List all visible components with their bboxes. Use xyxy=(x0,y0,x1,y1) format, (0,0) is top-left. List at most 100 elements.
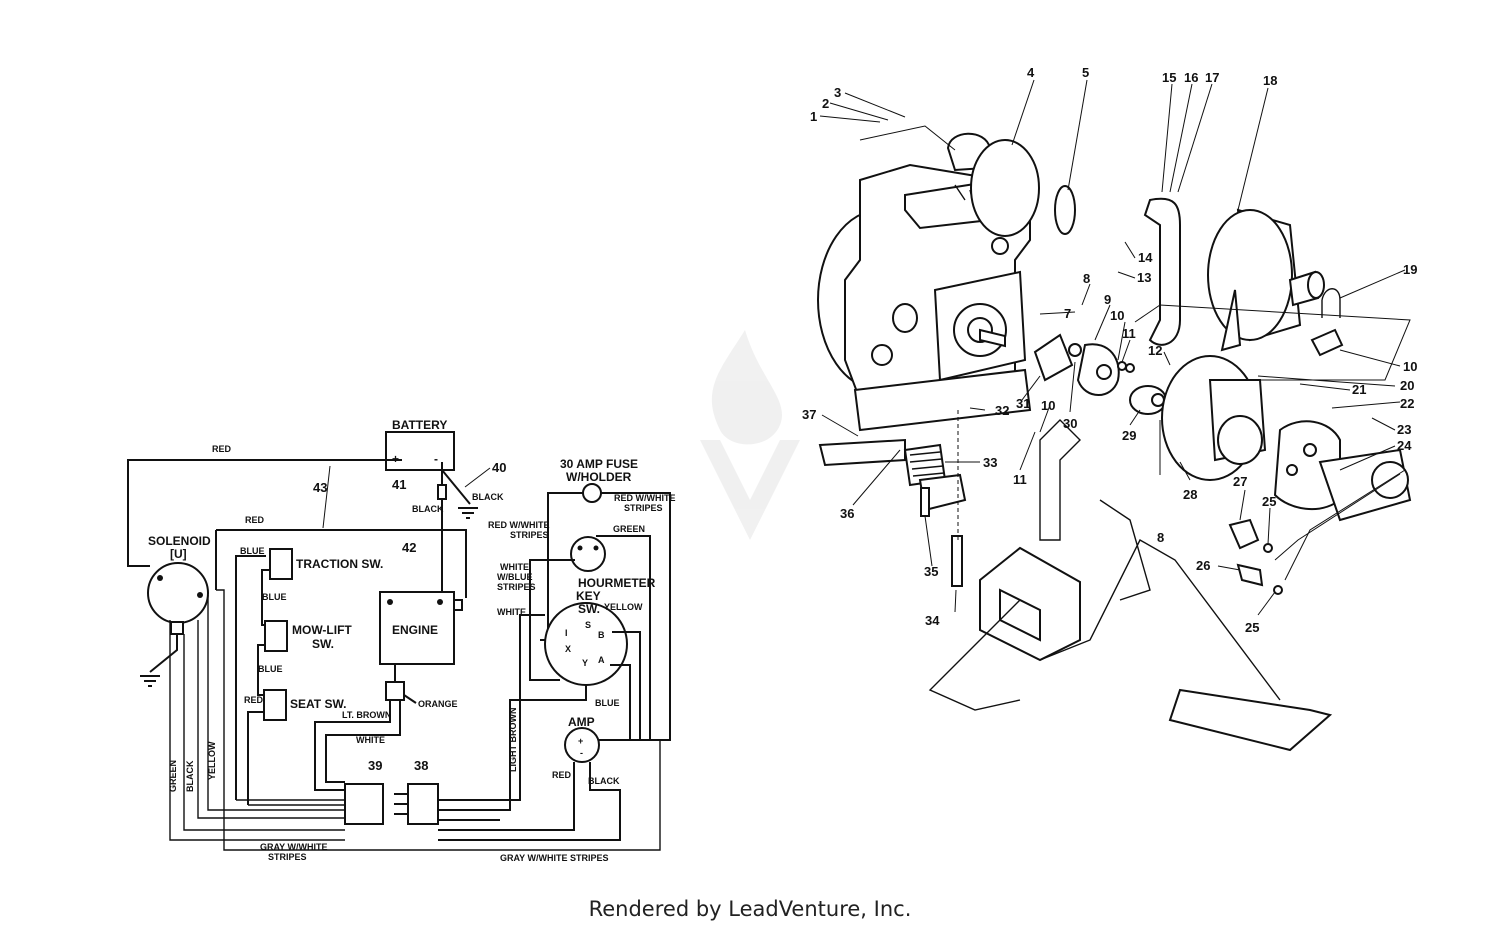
engine-label: ENGINE xyxy=(392,623,438,637)
wire-label-gray-white-2: STRIPES xyxy=(268,852,307,862)
wiring-diagram: BATTERY + - RED 43 BLACK 40 41 BLACK 42 … xyxy=(127,418,676,863)
callout-2: 2 xyxy=(822,96,829,111)
wire-label-red-white-left-1: RED W/WHITE xyxy=(488,520,550,530)
callout-41: 41 xyxy=(392,477,406,492)
wire-label-red-white-top-1: RED W/WHITE xyxy=(614,493,676,503)
amp-label: AMP xyxy=(568,715,595,729)
svg-text:+: + xyxy=(578,736,583,746)
key-term-a: A xyxy=(598,655,605,665)
callout-14: 14 xyxy=(1138,250,1153,265)
callout-15: 15 xyxy=(1162,70,1176,85)
fitting-26 xyxy=(1236,563,1264,587)
wire-label-black-left: BLACK xyxy=(185,760,195,792)
callout-27: 27 xyxy=(1233,474,1247,489)
callout-40: 40 xyxy=(492,460,506,475)
wire-label-lt-brown: LT. BROWN xyxy=(342,710,391,720)
wire-label-red-white-left-2: STRIPES xyxy=(510,530,549,540)
traction-switch: TRACTION SW. xyxy=(269,548,383,580)
wire-label-black-amp: BLACK xyxy=(588,776,620,786)
wire-label-white-blue-2: W/BLUE xyxy=(497,572,533,582)
solenoid: SOLENOID [U] xyxy=(147,534,211,635)
callout-26: 26 xyxy=(1196,558,1210,573)
callout-8-bottom: 8 xyxy=(1157,530,1164,545)
solenoid-label: SOLENOID xyxy=(148,534,211,548)
wire-label-blue-traction: BLUE xyxy=(240,546,265,556)
wire-label-red-seat: RED xyxy=(244,695,264,705)
muffler-18 xyxy=(1207,208,1325,352)
callout-42: 42 xyxy=(402,540,416,555)
engine-assembly xyxy=(817,132,1040,432)
wire-label-black-41: BLACK xyxy=(412,504,444,514)
callout-10-upper: 10 xyxy=(1110,308,1124,323)
key-term-i: I xyxy=(565,628,568,638)
fitting-27 xyxy=(1228,518,1260,550)
engine-box: ENGINE xyxy=(379,591,463,701)
wire-label-yellow: YELLOW xyxy=(207,741,217,780)
callout-39: 39 xyxy=(368,758,382,773)
wire-label-red-amp: RED xyxy=(552,770,572,780)
battery: BATTERY + - xyxy=(385,418,455,471)
callout-32: 32 xyxy=(995,403,1009,418)
fuse-41 xyxy=(437,484,447,500)
hourmeter: HOURMETER xyxy=(570,536,656,590)
callout-37: 37 xyxy=(802,407,816,422)
key-switch-label-1: KEY xyxy=(576,589,601,603)
key-switch-label-2: SW. xyxy=(578,602,600,616)
key-term-x: X xyxy=(565,644,571,654)
wire-label-white-key: WHITE xyxy=(497,607,526,617)
wire-label-blue-mowlift: BLUE xyxy=(262,592,287,602)
adapter-plate-31 xyxy=(1033,333,1074,382)
wire-label-blue-key: BLUE xyxy=(595,698,620,708)
callout-11-upper: 11 xyxy=(1122,326,1136,341)
key-term-y: Y xyxy=(582,658,588,668)
wire-label-green: GREEN xyxy=(168,760,178,792)
wire-label-green-hourmeter: GREEN xyxy=(613,524,645,534)
exploded-parts-view: 1 2 3 4 5 7 8 8 9 10 10 10 11 11 12 13 1… xyxy=(802,65,1417,752)
callout-20: 20 xyxy=(1400,378,1414,393)
callout-28: 28 xyxy=(1183,487,1197,502)
mow-lift-switch: MOW-LIFT SW. xyxy=(264,620,352,652)
fuse-label-2: W/HOLDER xyxy=(566,470,632,484)
wire-label-light-brown: LIGHT BROWN xyxy=(508,708,518,773)
gasket-5 xyxy=(1054,185,1076,235)
callout-19: 19 xyxy=(1403,262,1417,277)
ground-symbol-solenoid xyxy=(140,675,160,687)
callout-9: 9 xyxy=(1104,292,1111,307)
wire-label-yellow-key: YELLOW xyxy=(604,602,643,612)
amp-meter: AMP + - xyxy=(564,715,600,763)
callout-5: 5 xyxy=(1082,65,1089,80)
wire-label-white-blue-1: WHITE xyxy=(500,562,529,572)
connector-38: 38 xyxy=(394,758,439,825)
callout-7: 7 xyxy=(1064,306,1071,321)
seat-switch: SEAT SW. xyxy=(263,689,346,721)
callout-8-top: 8 xyxy=(1083,271,1090,286)
callout-22: 22 xyxy=(1400,396,1414,411)
callout-4: 4 xyxy=(1027,65,1035,80)
callout-16: 16 xyxy=(1184,70,1198,85)
callout-34: 34 xyxy=(925,613,940,628)
callout-43: 43 xyxy=(313,480,327,495)
seat-switch-label: SEAT SW. xyxy=(290,697,346,711)
exhaust-pipe xyxy=(1143,197,1181,346)
callout-29: 29 xyxy=(1122,428,1136,443)
pump-housing-28 xyxy=(1161,355,1267,481)
wire-label-red-engine: RED xyxy=(245,515,265,525)
frame xyxy=(928,419,1333,752)
callout-33: 33 xyxy=(983,455,997,470)
wire-label-black-ground: BLACK xyxy=(472,492,504,502)
callout-38: 38 xyxy=(414,758,428,773)
callout-12: 12 xyxy=(1148,343,1162,358)
wire-label-white-blue-3: STRIPES xyxy=(497,582,536,592)
callout-23: 23 xyxy=(1397,422,1411,437)
wire-label-red-top: RED xyxy=(212,444,232,454)
ground-symbol-battery xyxy=(458,507,478,519)
callout-17: 17 xyxy=(1205,70,1219,85)
mow-lift-label-1: MOW-LIFT xyxy=(292,623,352,637)
bolt-34 xyxy=(951,535,963,587)
wire-label-red-white-top-2: STRIPES xyxy=(624,503,663,513)
footer-credit: Rendered by LeadVenture, Inc. xyxy=(588,897,912,921)
svg-text:-: - xyxy=(580,748,583,758)
callout-10-lower: 10 xyxy=(1041,398,1055,413)
wire-label-blue-seat: BLUE xyxy=(258,664,283,674)
callout-13: 13 xyxy=(1137,270,1151,285)
